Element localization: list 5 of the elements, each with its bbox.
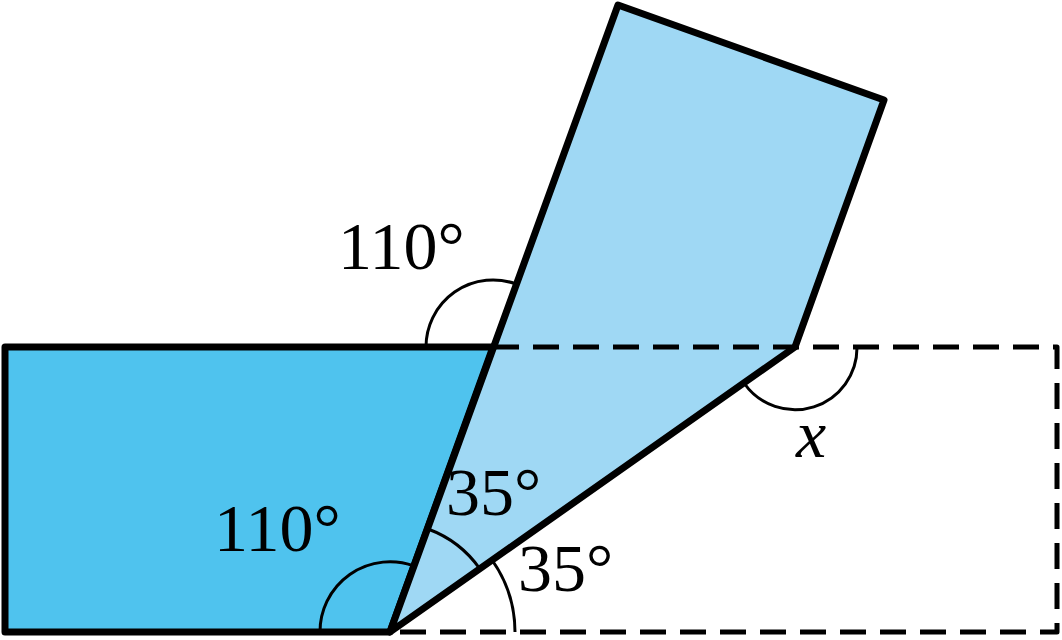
angle-label: 110° (214, 494, 341, 562)
angle-label: 110° (338, 212, 465, 280)
unknown-angle-label: x (796, 400, 827, 468)
angle-label: 35° (446, 458, 542, 526)
angle-label: 35° (518, 534, 614, 602)
